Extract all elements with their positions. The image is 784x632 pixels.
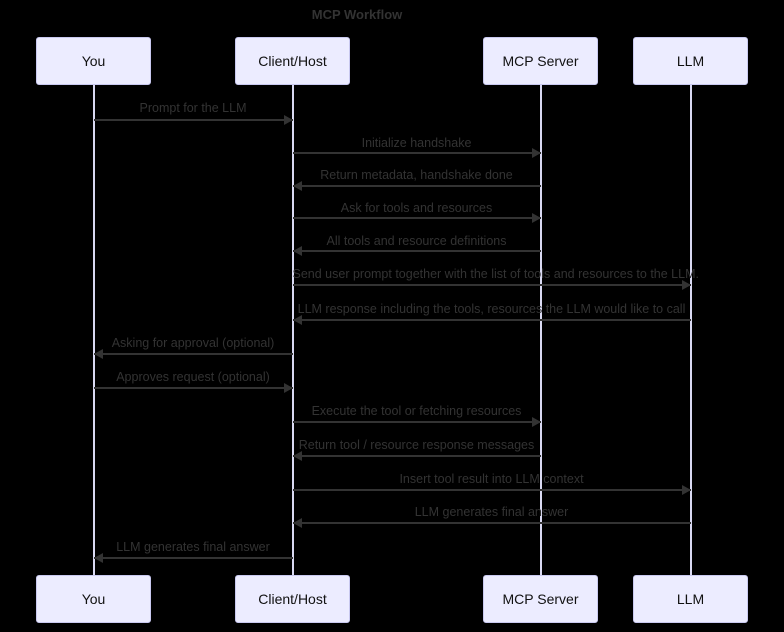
message-arrow-approves-request [93,383,293,393]
message-label-execute-tool: Execute the tool or fetching resources [311,404,522,418]
diagram-title: MCP Workflow [311,7,403,22]
actor-label: Client/Host [258,53,327,69]
actor-label: LLM [676,591,705,607]
message-arrow-llm-final-answer [292,518,691,528]
message-label-insert-tool-result: Insert tool result into LLM context [399,472,584,486]
message-label-approves-request: Approves request (optional) [116,370,270,384]
message-arrow-ask-for-tools [292,213,541,223]
actor-label: You [81,591,106,607]
lifeline-llm [689,84,692,575]
lifeline-you [92,84,95,575]
actor-label: Client/Host [258,591,327,607]
message-label-initialize-handshake: Initialize handshake [361,136,472,150]
actor-bottom-client-host: Client/Host [235,575,350,623]
message-arrow-prompt-for-llm [93,115,293,125]
message-label-return-metadata: Return metadata, handshake done [320,168,513,182]
actor-label: MCP Server [502,53,579,69]
actor-label: LLM [676,53,705,69]
actor-top-you: You [36,37,151,85]
message-label-return-tool-response: Return tool / resource response messages [298,438,535,452]
message-arrow-final-answer-to-user [93,553,293,563]
message-arrow-return-tool-response [292,451,541,461]
message-label-send-user-prompt: Send user prompt together with the list … [292,267,699,281]
actor-bottom-you: You [36,575,151,623]
message-arrow-tool-definitions [292,246,541,256]
actor-label: You [81,53,106,69]
message-arrow-initialize-handshake [292,148,541,158]
message-arrow-execute-tool [292,417,541,427]
message-arrow-asking-for-approval [93,349,293,359]
message-label-ask-for-tools: Ask for tools and resources [340,201,493,215]
actor-bottom-mcp-server: MCP Server [483,575,598,623]
actor-top-llm: LLM [633,37,748,85]
message-arrow-return-metadata [292,181,541,191]
message-label-asking-for-approval: Asking for approval (optional) [111,336,275,350]
lifeline-client-host [291,84,294,575]
actor-top-client-host: Client/Host [235,37,350,85]
message-label-final-answer-to-user: LLM generates final answer [116,540,270,554]
lifeline-mcp-server [539,84,542,575]
message-label-llm-response: LLM response including the tools, resour… [297,302,686,316]
actor-label: MCP Server [502,591,579,607]
message-label-llm-final-answer: LLM generates final answer [414,505,569,519]
actor-bottom-llm: LLM [633,575,748,623]
message-label-prompt-for-llm: Prompt for the LLM [139,101,247,115]
message-arrow-send-user-prompt [292,280,691,290]
message-arrow-llm-response [292,315,691,325]
actor-top-mcp-server: MCP Server [483,37,598,85]
message-arrow-insert-tool-result [292,485,691,495]
message-label-tool-definitions: All tools and resource definitions [326,234,507,248]
